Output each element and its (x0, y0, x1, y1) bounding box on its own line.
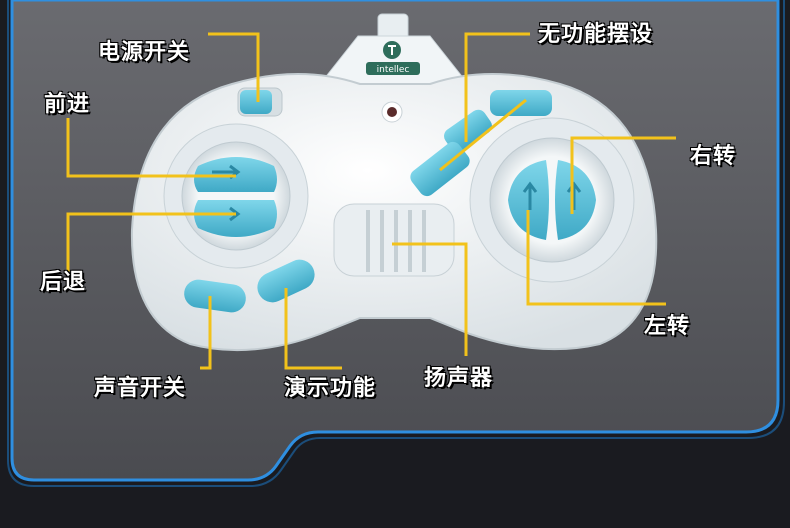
callout-sound-switch: 声音开关 (94, 378, 186, 400)
power-switch[interactable] (240, 90, 272, 114)
brand-label: intellec (377, 65, 410, 75)
callout-forward: 前进 (44, 94, 90, 116)
callout-demo-function: 演示功能 (284, 378, 376, 400)
callout-power-switch: 电源开关 (98, 42, 190, 64)
backward-button[interactable] (194, 200, 277, 237)
indicator-light (387, 107, 397, 117)
callout-turn-right: 右转 (690, 146, 736, 168)
callout-backward: 后退 (40, 272, 86, 294)
callout-turn-left: 左转 (644, 316, 690, 338)
callout-speaker: 扬声器 (424, 368, 493, 390)
callout-no-function: 无功能摆设 (538, 24, 653, 46)
